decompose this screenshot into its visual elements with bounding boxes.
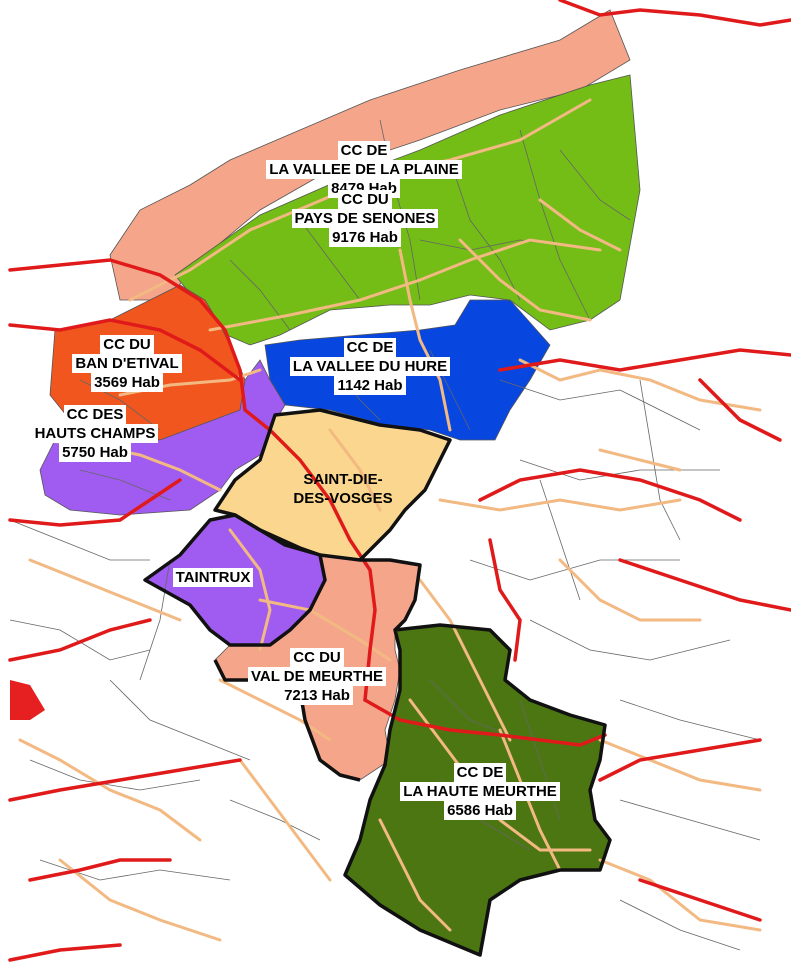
region-west-edge <box>10 680 45 720</box>
label-line: SAINT-DIE- <box>303 471 383 488</box>
label-line: CC DES <box>63 405 127 424</box>
label-pays-de-senones: CC DU PAYS DE SENONES 9176 Hab <box>280 190 450 247</box>
label-line: DES-VOSGES <box>293 490 393 507</box>
label-line: VAL DE MEURTHE <box>248 667 386 686</box>
label-line: 6586 Hab <box>444 801 516 820</box>
label-line: CC DU <box>338 190 392 209</box>
label-line: CC DU <box>290 648 344 667</box>
region-hauts-champs[interactable] <box>39 359 286 516</box>
label-line: CC DU <box>100 335 154 354</box>
label-line: 9176 Hab <box>329 228 401 247</box>
label-taintrux: TAINTRUX <box>168 568 258 587</box>
label-line: BAN D'ETIVAL <box>72 354 182 373</box>
label-ban-d-etival: CC DU BAN D'ETIVAL 3569 Hab <box>52 335 202 392</box>
label-vallee-du-hure: CC DE LA VALLEE DU HURE 1142 Hab <box>280 338 460 395</box>
label-line: LA HAUTE MEURTHE <box>400 782 560 801</box>
major-roads <box>8 0 791 962</box>
label-line: CC DE <box>453 763 507 782</box>
label-line: CC DE <box>337 141 391 160</box>
label-line: LA VALLEE DU HURE <box>289 357 451 376</box>
label-hauts-champs: CC DES HAUTS CHAMPS 5750 Hab <box>10 405 180 462</box>
label-line: 7213 Hab <box>281 686 353 705</box>
label-line: 1142 Hab <box>334 376 406 395</box>
label-saint-die-des-vosges: SAINT-DIE- DES-VOSGES <box>268 470 418 508</box>
boundary-outlines <box>143 408 612 957</box>
label-line: LA VALLEE DE LA PLAINE <box>266 160 462 179</box>
label-haute-meurthe: CC DE LA HAUTE MEURTHE 6586 Hab <box>375 763 585 820</box>
label-line: 3569 Hab <box>91 373 163 392</box>
label-val-de-meurthe: CC DU VAL DE MEURTHE 7213 Hab <box>232 648 402 705</box>
label-line: TAINTRUX <box>172 568 254 587</box>
label-line: HAUTS CHAMPS <box>31 424 159 443</box>
label-line: CC DE <box>343 338 397 357</box>
label-vallee-de-la-plaine: CC DE LA VALLEE DE LA PLAINE 8479 Hab <box>214 141 514 198</box>
label-line: PAYS DE SENONES <box>291 209 439 228</box>
label-line: 5750 Hab <box>59 443 131 462</box>
